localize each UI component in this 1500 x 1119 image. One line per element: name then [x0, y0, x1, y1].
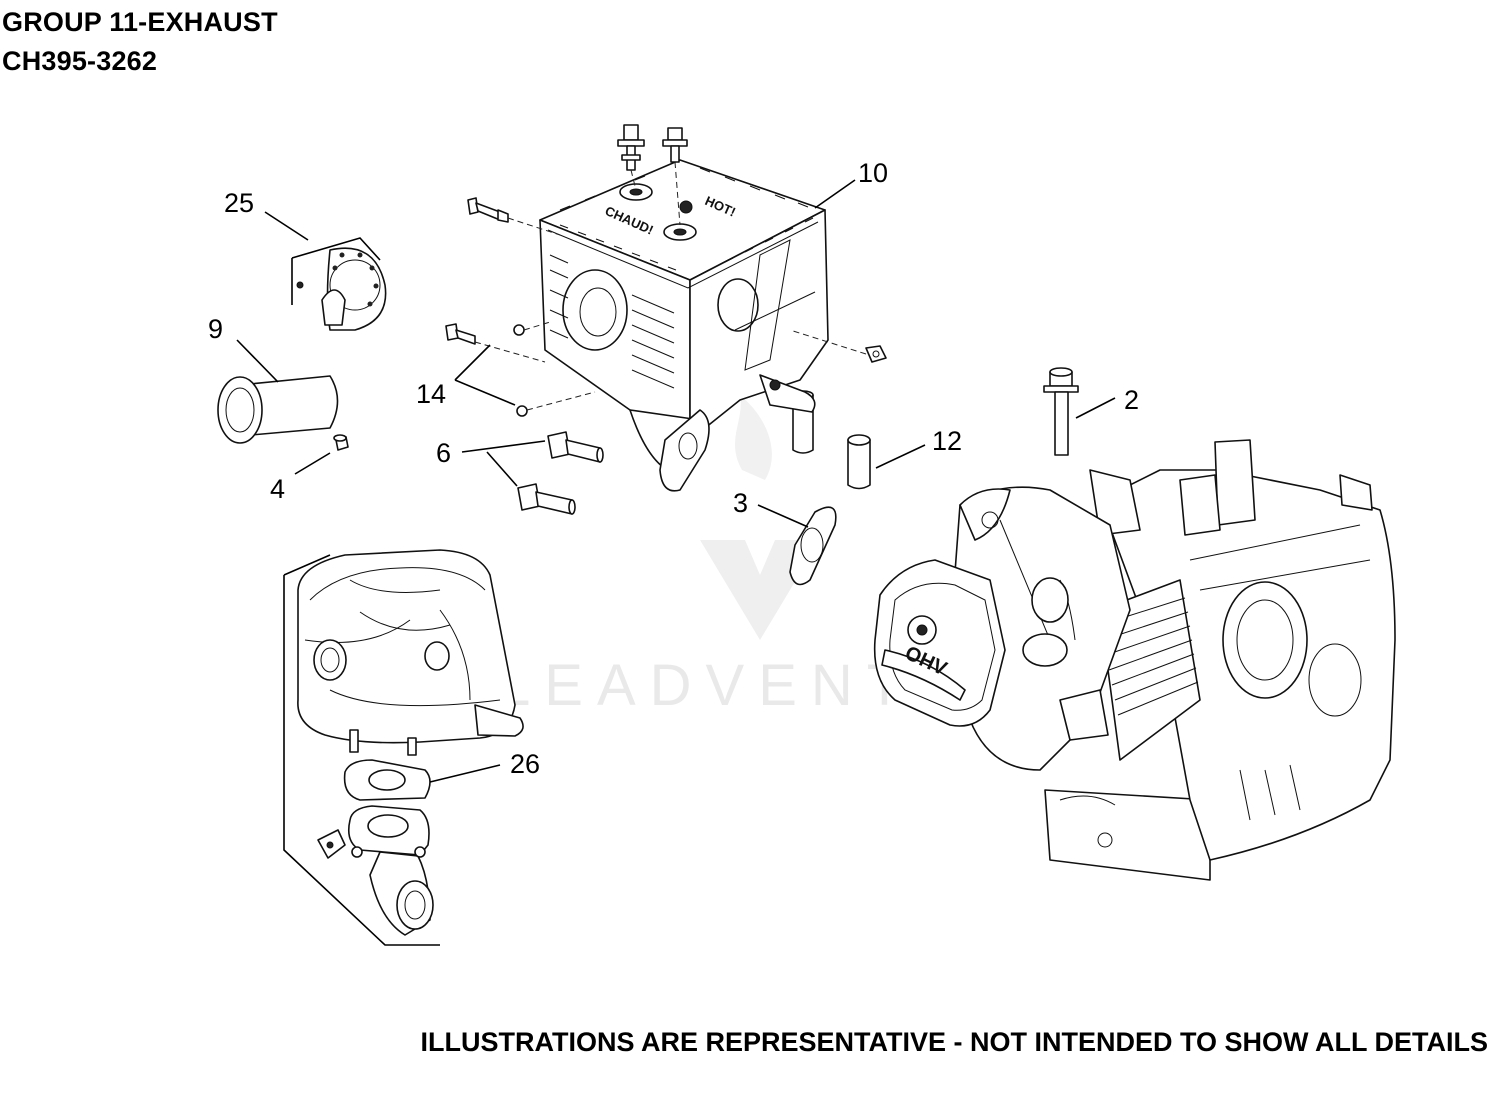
engine-block: OHV [873, 439, 1396, 881]
callout-10: 10 [858, 158, 888, 188]
page-title: GROUP 11-EXHAUST [2, 7, 278, 37]
callout-3: 3 [733, 488, 748, 518]
part-25-screen [291, 237, 387, 331]
part-6-bolts [517, 431, 604, 515]
callout-26: 26 [510, 749, 540, 779]
leader-lines [236, 179, 1116, 783]
callout-numbers: 25 9 4 14 6 10 3 12 2 26 [208, 158, 1139, 779]
callout-9: 9 [208, 314, 223, 344]
model-number: CH395-3262 [2, 46, 158, 76]
part-14-bolts [445, 197, 596, 417]
callout-12: 12 [932, 426, 962, 456]
callout-25: 25 [224, 188, 254, 218]
part-9-tailpipe [217, 375, 339, 444]
callout-6: 6 [436, 438, 451, 468]
part-3-gasket [789, 506, 837, 586]
part-4-screw [333, 434, 349, 451]
muffler-top-screws [617, 124, 688, 226]
part-10-muffler: CHAUD! HOT! [539, 159, 829, 492]
part-12-spacer [847, 434, 871, 490]
callout-4: 4 [270, 474, 285, 504]
muffler-right-nut [789, 329, 887, 363]
callout-2: 2 [1124, 385, 1139, 415]
part-26-assembly [283, 549, 524, 946]
part-2-bolt [1043, 367, 1079, 456]
disclaimer: ILLUSTRATIONS ARE REPRESENTATIVE - NOT I… [420, 1027, 1488, 1057]
callout-14: 14 [416, 379, 446, 409]
